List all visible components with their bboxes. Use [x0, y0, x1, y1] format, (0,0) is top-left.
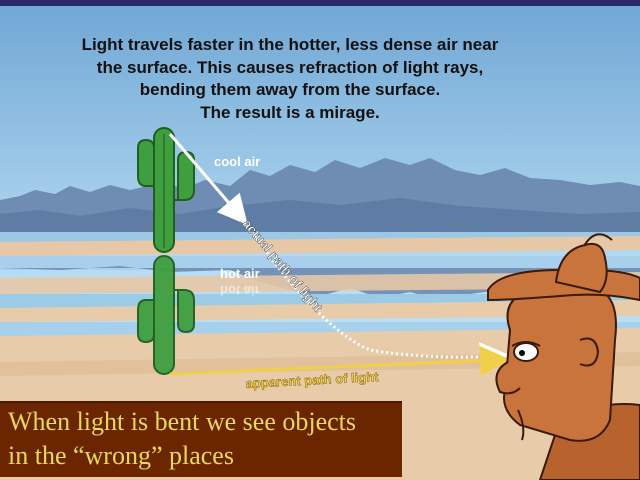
caption-line-1: When light is bent we see objects: [8, 407, 357, 436]
hot-air-label: hot air: [220, 266, 260, 281]
actual-path-arrow: [168, 133, 510, 373]
headline: Light travels faster in the hotter, less…: [40, 34, 540, 124]
headline-line-4: The result is a mirage.: [200, 102, 380, 122]
caption-box: When light is bent we see objects in the…: [0, 401, 402, 477]
apparent-path-label: apparent path of light: [245, 369, 379, 391]
caption-line-2: in the “wrong” places: [8, 441, 234, 470]
cowboy-observer: [487, 233, 640, 480]
headline-line-3: bending them away from the surface.: [139, 80, 441, 99]
cactus-reflection: [137, 255, 195, 375]
cool-air-label: cool air: [214, 154, 260, 169]
hot-air-label-reflection: hot air: [220, 283, 260, 298]
headline-line-2: the surface. This causes refraction of l…: [96, 57, 484, 77]
apparent-path-arrow: [169, 345, 510, 376]
headline-line-1: Light travels faster in the hotter, less…: [81, 35, 499, 54]
cactus: [137, 127, 195, 253]
